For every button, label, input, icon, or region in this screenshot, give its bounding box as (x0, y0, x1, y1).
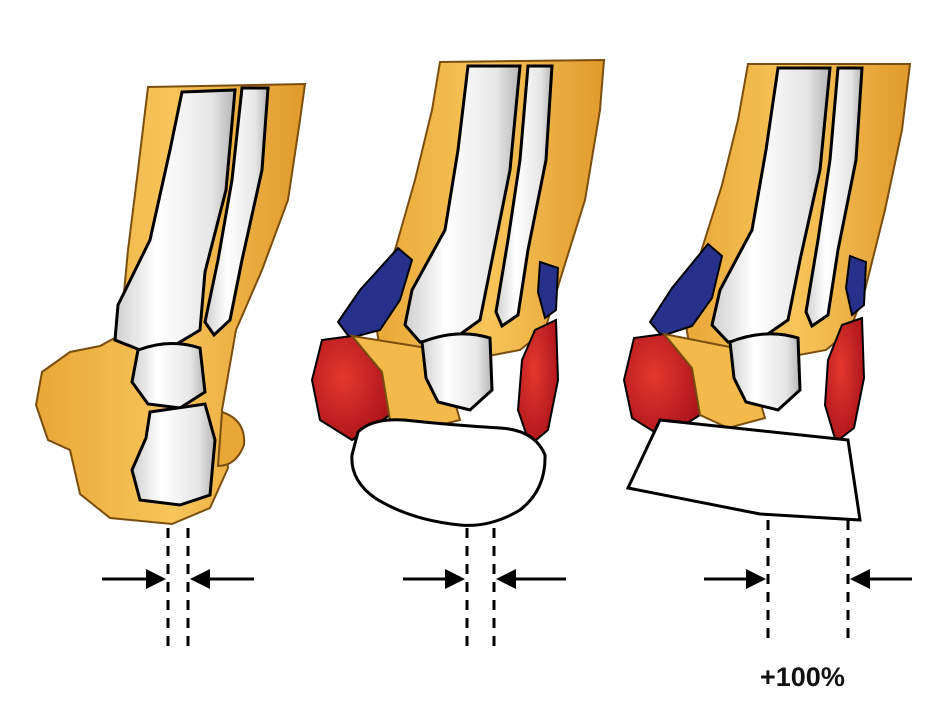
foot-3-implant (625, 418, 862, 522)
foot-2-blue-region-left (336, 246, 414, 340)
foot-3-blue-region-right (844, 254, 868, 317)
measure-2-arrowhead-right (496, 569, 516, 589)
foot-1-calcaneus (130, 402, 217, 507)
foot-3-talus (728, 332, 802, 412)
foot-2-rounded-implant (310, 58, 606, 527)
measure-1-arrowhead-right (190, 569, 210, 589)
measure-2-arrowhead-left (445, 569, 465, 589)
measure-3-arrowhead-left (746, 569, 766, 589)
measure-1 (102, 528, 254, 648)
foot-1-fibula (203, 86, 270, 338)
foot-2-fibula (494, 64, 554, 329)
foot-2-implant (350, 418, 547, 527)
foot-3-red-region-right (823, 316, 866, 444)
foot-1-talus (130, 341, 207, 410)
foot-2-red-region-right (516, 318, 560, 447)
foot-2-blue-region-right (536, 260, 560, 320)
measurement-label: +100% (760, 662, 845, 692)
foot-1-native (34, 82, 307, 526)
foot-3-fibula (804, 66, 864, 329)
foot-3-flat-implant (622, 63, 912, 522)
foot-3-blue-region-left (648, 242, 724, 338)
measure-1-arrowhead-left (146, 569, 166, 589)
measure-2 (403, 528, 566, 648)
measure-3 (704, 520, 912, 640)
foot-2-talus (420, 332, 494, 412)
foot-1-heel-bump (216, 410, 246, 468)
measure-3-arrowhead-right (850, 569, 870, 589)
